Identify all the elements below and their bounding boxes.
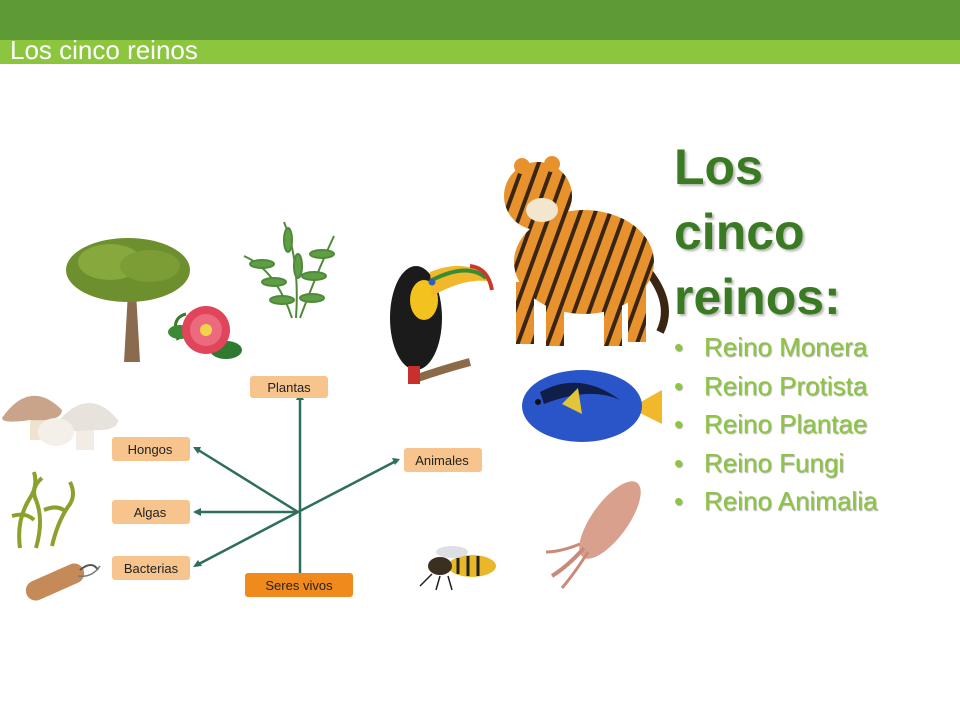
- bullet-marker: •: [674, 332, 684, 362]
- bullet-marker: •: [674, 409, 684, 439]
- kingdom-label: Reino Plantae: [704, 409, 868, 439]
- heading-line-1: Los: [674, 139, 763, 195]
- kingdom-label: Reino Protista: [704, 370, 868, 401]
- bullet-marker: •: [674, 486, 684, 516]
- node-hongos-label: Hongos: [128, 442, 173, 457]
- node-algas: Algas: [112, 500, 190, 524]
- kingdom-item-animalia: • Reino Animalia: [674, 482, 954, 521]
- tiger-icon: [504, 156, 669, 346]
- node-plantas-label: Plantas: [267, 380, 311, 395]
- connector-bacterias: [194, 510, 299, 568]
- node-hongos: Hongos: [112, 437, 190, 461]
- node-seres-vivos-label: Seres vivos: [265, 578, 333, 593]
- node-animales: Animales: [404, 448, 482, 472]
- kingdom-list: • Reino Monera • Reino Protista • Reino Pla…: [674, 328, 954, 521]
- heading-line-3: reinos:: [674, 269, 841, 325]
- header-subbar: [0, 40, 960, 64]
- node-algas-label: Algas: [134, 505, 167, 520]
- node-animales-label: Animales: [415, 453, 469, 468]
- kingdom-item-protista: • Reino Protista: [674, 367, 954, 406]
- connector-animales: [297, 458, 399, 514]
- bullet-marker: •: [674, 370, 684, 401]
- toucan-icon: [390, 264, 494, 384]
- wasp-icon: [419, 546, 496, 591]
- tree-icon: [66, 238, 190, 362]
- kingdom-item-fungi: • Reino Fungi: [674, 444, 954, 483]
- node-plantas: Plantas: [250, 376, 328, 398]
- kingdom-label: Reino Fungi: [704, 447, 845, 478]
- main-heading: Los cinco reinos:: [674, 135, 944, 330]
- node-seres-vivos[interactable]: Seres vivos: [245, 573, 353, 597]
- bullet-marker: •: [674, 447, 684, 478]
- heading-line-2: cinco: [674, 204, 805, 260]
- diagram-connectors: [194, 396, 399, 582]
- fern-icon: [243, 221, 335, 319]
- node-bacterias: Bacterias: [112, 556, 190, 580]
- kingdom-label: Reino Monera: [704, 332, 868, 362]
- connector-hongos: [194, 446, 299, 514]
- camellia-flower-icon: [168, 306, 242, 359]
- bacterium-icon: [25, 563, 101, 601]
- squid-icon: [545, 481, 641, 589]
- slide-title: Los cinco reinos: [10, 35, 198, 65]
- seaweed-icon: [11, 471, 75, 549]
- kingdom-item-monera: • Reino Monera: [674, 328, 954, 367]
- node-bacterias-label: Bacterias: [124, 561, 179, 576]
- kingdom-item-plantae: • Reino Plantae: [674, 405, 954, 444]
- kingdom-label: Reino Animalia: [704, 486, 878, 516]
- header-bar: [0, 0, 960, 40]
- connector-arrowheads: [193, 392, 400, 567]
- mushrooms-icon: [2, 395, 118, 450]
- blue-tang-fish-icon: [522, 370, 662, 442]
